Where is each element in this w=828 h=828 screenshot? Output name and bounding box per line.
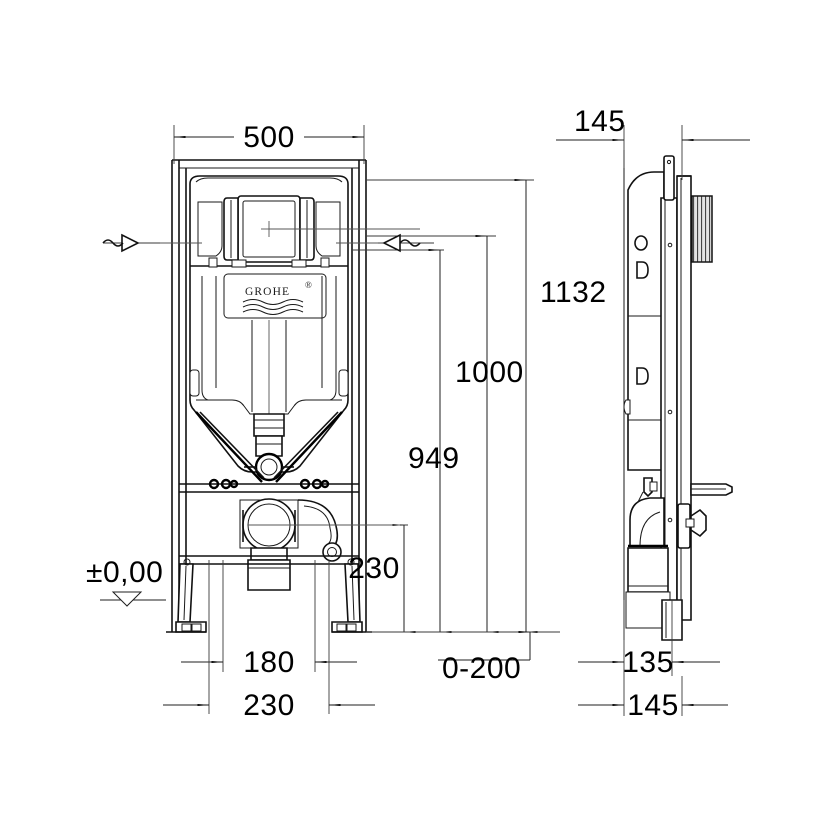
grohe-logo-badge: GROHE ®	[224, 274, 326, 318]
cistern-internal-ribs	[190, 276, 348, 420]
dimension-height-230: 230	[348, 524, 416, 633]
flush-pipe-connector	[244, 414, 294, 480]
dimension-label-1132: 1132	[540, 276, 607, 309]
wc-outlet-bend	[240, 499, 298, 590]
support-struts	[196, 412, 342, 482]
frame-uprights	[172, 160, 366, 632]
dimension-label-500: 500	[243, 121, 295, 154]
dimension-label-180: 180	[243, 646, 295, 679]
frame-feet	[166, 559, 372, 632]
dimension-depth-145-bottom: 145	[578, 676, 728, 722]
dimension-height-1000: 1000	[455, 235, 524, 633]
datum-triangle-icon	[111, 591, 143, 607]
dimension-height-949: 949	[408, 249, 460, 633]
side-supply-arm	[691, 484, 732, 495]
datum-label: ±0,00	[86, 556, 163, 589]
dimension-width-500: 500	[173, 121, 365, 164]
dimension-label-0-200: 0-200	[442, 652, 521, 685]
wall-break-symbol-left	[103, 235, 172, 251]
side-profile-view	[624, 150, 732, 640]
centre-leader-lines	[160, 228, 420, 526]
dimension-offset-0-200: 0-200	[438, 631, 531, 685]
dimension-label-135: 135	[622, 646, 674, 679]
front-elevation-view: GROHE ®	[166, 160, 372, 632]
dimension-depth-145-top: 145	[556, 105, 750, 180]
grohe-wordmark: GROHE	[245, 286, 290, 298]
side-bracket-details	[638, 478, 706, 548]
dimension-label-145-bottom: 145	[627, 689, 679, 722]
mid-horizontal-rail	[179, 480, 359, 492]
dimension-label-230-bottom: 230	[243, 689, 295, 722]
grohe-registered-mark: ®	[305, 280, 313, 290]
dimension-label-949: 949	[408, 442, 460, 475]
cistern-side-silhouette	[624, 172, 664, 470]
cistern-upper-band	[190, 258, 348, 267]
dimension-bottom-180: 180	[181, 560, 357, 679]
dimension-height-1132: 1132	[514, 179, 607, 633]
dimension-label-1000: 1000	[455, 356, 524, 389]
datum-level-marker: ±0,00	[86, 556, 166, 607]
dimension-bottom-230: 230	[163, 560, 375, 722]
flush-plate-connector-block	[691, 195, 713, 263]
side-rear-flange	[677, 176, 691, 620]
side-outlet-elbow	[626, 498, 670, 628]
dimension-label-230-outlet: 230	[348, 552, 400, 585]
dimension-depth-135: 135	[578, 600, 720, 679]
dimension-label-145-top: 145	[574, 105, 626, 138]
